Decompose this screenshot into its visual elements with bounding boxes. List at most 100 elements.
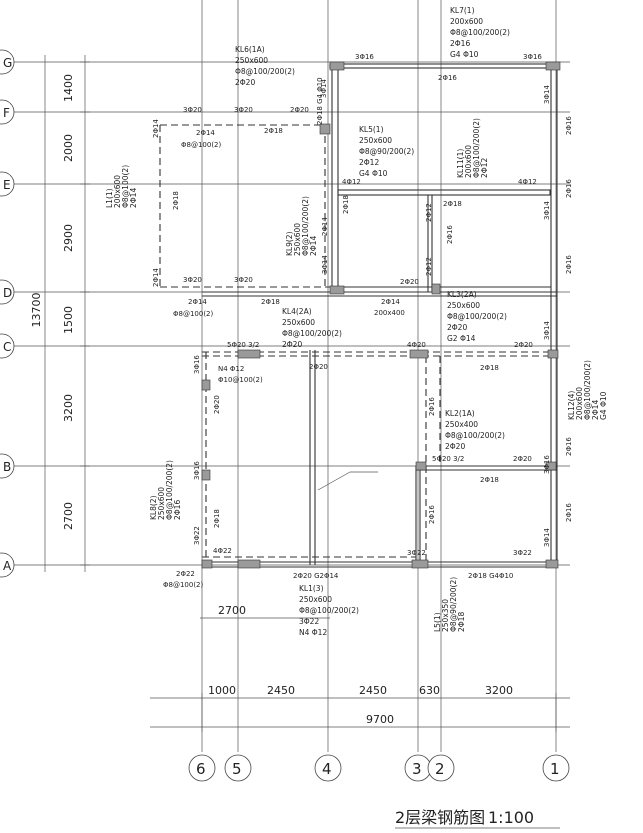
axis-C: C [3,340,11,354]
rebar-label: 2Φ18 [264,127,283,135]
kl12-stirrup: Φ8@100/200(2) [583,360,592,420]
rebar-label: Φ8@100(2) [181,141,222,149]
kl6-size: 250x600 [235,56,268,65]
rebar-label: 2Φ16 [565,179,573,198]
column [329,285,345,295]
rebar-label: 2Φ16 [438,74,457,82]
kl3-stirrup: Φ8@100/200(2) [447,312,507,321]
l5-top: 2Φ18 [457,612,466,632]
rebar-label: 3Φ14 [543,85,551,104]
dim-2000: 2000 [62,134,75,162]
rebar-label: 3Φ22 [513,549,532,557]
axis-G: G [3,56,12,70]
rebar-label: 3Φ22 [193,526,201,545]
column [237,559,261,569]
kl9-stirrup: Φ8@100/200(2) [301,196,310,256]
kl12-size: 200x600 [575,387,584,420]
l1-top: 2Φ14 [129,188,138,208]
rebar-label: 2Φ18 [172,191,180,210]
rebar-label: 2Φ22 [176,570,195,578]
kl12-top: 2Φ14 [591,400,600,420]
left-axis-bubbles: G F E D C B A [0,49,15,578]
column [545,61,561,71]
kl7-stirrup: Φ8@100/200(2) [450,28,510,37]
columns [201,61,561,569]
rebar-label: 2Φ14 [381,298,400,306]
dim-3200-bottom: 3200 [485,684,513,697]
l1-size: 200x600 [113,175,122,208]
rebar-label: 3Φ14 [543,201,551,220]
kl7-top: 2Φ16 [450,39,470,48]
kl5-size: 250x600 [359,136,392,145]
kl11-name: KL11(1) [456,149,465,178]
kl5-stirrup: Φ8@90/200(2) [359,147,414,156]
rebar-label: 2Φ12 [425,257,433,276]
title-scale: 1:100 [488,808,534,827]
rebar-label: 3Φ20 [183,276,202,284]
rebar-label: 2Φ20 [290,106,309,114]
kl5-waist: G4 Φ10 [359,169,388,178]
kl4-name: KL4(2A) [282,307,312,316]
axis-E: E [3,178,11,192]
column [319,123,331,135]
kl3-top: 2Φ20 [447,323,467,332]
l5-size: 250x350 [441,599,450,632]
dim-1500: 1500 [62,306,75,334]
kl3-size: 250x600 [447,301,480,310]
rebar-label: 2Φ16 [565,437,573,456]
dim-total-9700: 9700 [366,713,394,726]
kl8-top: 2Φ16 [173,500,182,520]
dim-2450-b: 2450 [359,684,387,697]
rebar-label: N4 Φ12 [218,365,244,373]
column [237,349,261,359]
kl7-name: KL7(1) [450,6,475,15]
kl5-top: 2Φ12 [359,158,379,167]
rebar-label: 2Φ18 [443,200,462,208]
kl1-bottom: 3Φ22 [299,617,319,626]
rebar-label: 2Φ20 [514,341,533,349]
kl2-name: KL2(1A) [445,409,475,418]
kl9-top: 2Φ14 [309,236,318,256]
rebar-label: 2Φ14 [152,119,160,138]
column [329,61,345,71]
kl11-size: 200x600 [464,145,473,178]
column [415,461,427,471]
kl7-waist: G4 Φ10 [450,50,479,59]
l5-stirrup: Φ8@90/200(2) [449,577,458,632]
dim-2900: 2900 [62,224,75,252]
rebar-label: Φ8@100(2) [173,310,214,318]
rebar-label: 3Φ14 [320,79,328,98]
kl6-top: 2Φ20 [235,78,255,87]
rebar-label: 3Φ16 [543,455,551,474]
kl8-stirrup: Φ8@100/200(2) [165,460,174,520]
rebar-label: 3Φ20 [234,106,253,114]
kl12-waist: G4 Φ10 [599,391,608,420]
title-text: 2层梁钢筋图 [395,808,485,827]
rebar-label: 2Φ16 [565,116,573,135]
kl3-waist: G2 Φ14 [447,334,476,343]
dim-1400: 1400 [62,74,75,102]
dim-630: 630 [419,684,440,697]
kl4-top: 2Φ20 [282,340,302,349]
dim-2450-a: 2450 [267,684,295,697]
kl2-top: 2Φ20 [445,442,465,451]
kl4-stirrup: Φ8@100/200(2) [282,329,342,338]
kl1-name: KL1(3) [299,584,324,593]
dim-3200: 3200 [62,394,75,422]
rebar-label: 3Φ14 [543,528,551,547]
rebar-label: 3Φ20 [183,106,202,114]
axis-D: D [3,286,12,300]
kl4-size: 250x600 [282,318,315,327]
drawing-title: 2层梁钢筋图 1:100 [395,808,560,829]
rebar-label: 2Φ14 [188,298,207,306]
rebar-label: 2Φ18 [342,195,350,214]
column [545,559,559,569]
column [431,283,441,295]
column [201,379,211,391]
rebar-label: 2Φ18 [480,364,499,372]
column [545,461,557,471]
l1-name: L1(1) [105,188,114,208]
kl11-stirrup: Φ8@100/200(2) [472,118,481,178]
kl3-name: KL3(2A) [447,290,477,299]
